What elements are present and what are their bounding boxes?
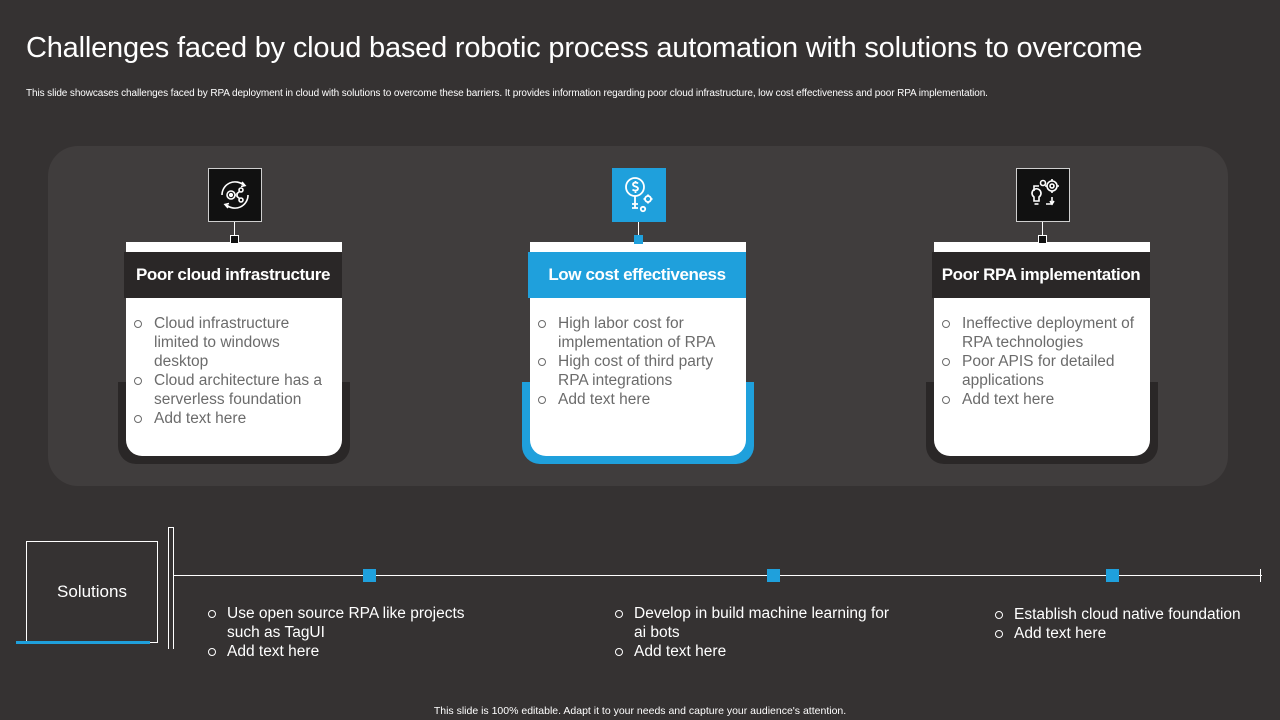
list-item: High labor cost for implementation of RP…	[536, 314, 736, 352]
slide-title: Challenges faced by cloud based robotic …	[26, 32, 1143, 64]
challenge-card-poor-cloud-infrastructure[interactable]: Poor cloud infrastructure Cloud infrastr…	[118, 168, 350, 464]
challenge-list: Ineffective deployment of RPA technologi…	[940, 314, 1140, 409]
list-item: Ineffective deployment of RPA technologi…	[940, 314, 1140, 352]
solutions-label-box: Solutions	[26, 541, 158, 643]
dollar-magnifier-gear-icon	[612, 168, 666, 222]
list-item: High cost of third party RPA integration…	[536, 352, 736, 390]
solution-list: Use open source RPA like projects such a…	[207, 604, 497, 661]
card-heading: Poor cloud infrastructure	[124, 252, 342, 298]
connector-line	[234, 222, 235, 236]
list-item: Cloud infrastructure limited to windows …	[132, 314, 332, 371]
list-item: Add text here	[614, 642, 904, 661]
solutions-label: Solutions	[57, 582, 127, 601]
challenge-list: High labor cost for implementation of RP…	[536, 314, 736, 409]
timeline-node	[363, 569, 376, 582]
connector-line	[638, 222, 639, 236]
list-item: Add text here	[207, 642, 497, 661]
list-item: Use open source RPA like projects such a…	[207, 604, 497, 642]
slide-footer: This slide is 100% editable. Adapt it to…	[433, 705, 847, 717]
list-item: Poor APIS for detailed applications	[940, 352, 1140, 390]
timeline-node	[767, 569, 780, 582]
cloud-process-gear-icon	[208, 168, 262, 222]
solutions-timeline	[174, 575, 1262, 576]
solution-list: Establish cloud native foundation Add te…	[994, 605, 1264, 643]
slide-subtitle: This slide showcases challenges faced by…	[26, 88, 988, 99]
solution-list: Develop in build machine learning for ai…	[614, 604, 904, 661]
list-item: Add text here	[940, 390, 1140, 409]
connector-dot	[230, 235, 239, 244]
timeline-end-tick	[1260, 569, 1261, 582]
list-item: Add text here	[536, 390, 736, 409]
list-item: Establish cloud native foundation	[994, 605, 1264, 624]
list-item: Add text here	[132, 409, 332, 428]
connector-dot	[1038, 235, 1047, 244]
card-heading: Low cost effectiveness	[528, 252, 746, 298]
solutions-underline	[16, 641, 150, 644]
challenge-card-poor-rpa-implementation[interactable]: Poor RPA implementation Ineffective depl…	[926, 168, 1158, 464]
list-item: Cloud architecture has a serverless foun…	[132, 371, 332, 409]
connector-dot	[634, 235, 643, 244]
list-item: Add text here	[994, 624, 1264, 643]
idea-gear-cycle-icon	[1016, 168, 1070, 222]
challenge-list: Cloud infrastructure limited to windows …	[132, 314, 332, 428]
list-item: Develop in build machine learning for ai…	[614, 604, 904, 642]
timeline-node	[1106, 569, 1119, 582]
card-heading: Poor RPA implementation	[932, 252, 1150, 298]
solutions-bracket	[168, 527, 174, 649]
challenge-card-low-cost-effectiveness[interactable]: Low cost effectiveness High labor cost f…	[522, 168, 754, 464]
connector-line	[1042, 222, 1043, 236]
